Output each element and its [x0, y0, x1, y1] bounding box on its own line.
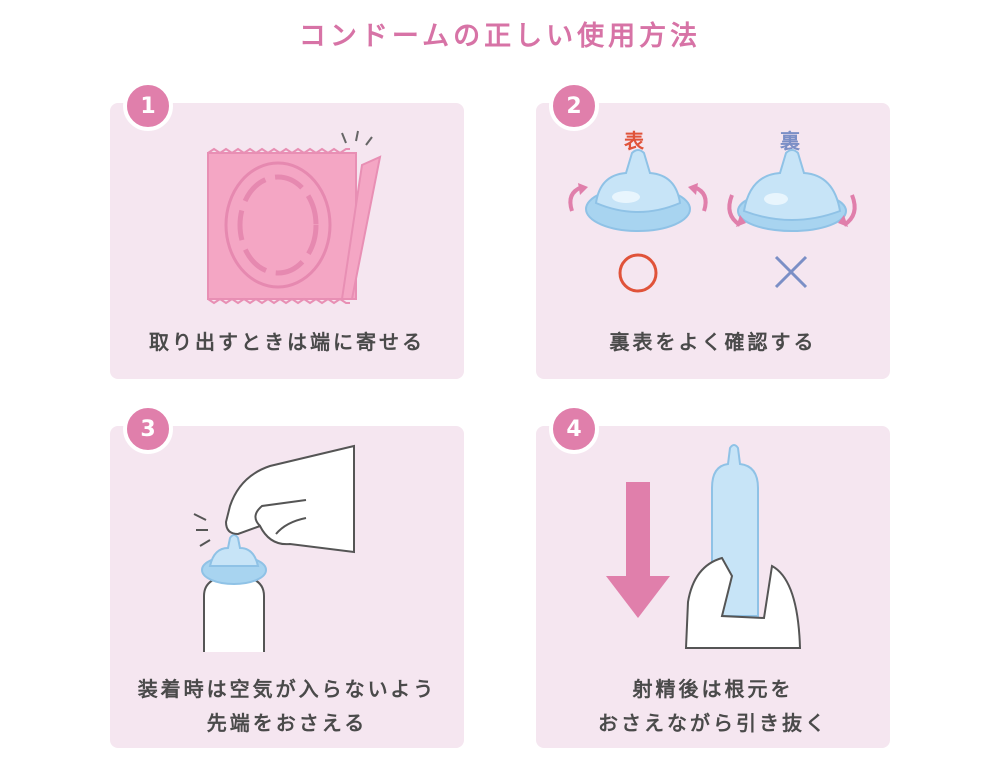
step-2-panel: 表 裏 裏表をよく確認する: [536, 103, 890, 379]
step-4-badge: 4: [549, 404, 599, 454]
back-side-condom: [737, 149, 847, 232]
caption-line: 裏表をよく確認する: [609, 330, 817, 354]
front-side-condom: [585, 149, 691, 232]
step-2-badge: 2: [549, 81, 599, 131]
step-2-caption: 裏表をよく確認する: [536, 325, 890, 359]
hand: [224, 444, 355, 554]
step-1-badge: 1: [123, 81, 173, 131]
correct-mark-icon: [618, 253, 658, 293]
orientation-illustration: [568, 149, 857, 293]
step-3-caption: 装着時は空気が入らないよう 先端をおさえる: [110, 672, 464, 740]
down-arrow-shaft: [626, 482, 650, 580]
step-3-badge: 3: [123, 404, 173, 454]
condom-ring-outline: [224, 161, 332, 289]
step-1-panel: 取り出すときは端に寄せる: [110, 103, 464, 379]
caption-line: 先端をおさえる: [206, 711, 368, 735]
caption-line: おさえながら引き抜く: [598, 711, 828, 735]
page-title: コンドームの正しい使用方法: [298, 21, 702, 52]
caption-line: 射精後は根元を: [632, 677, 794, 701]
gripping-hand: [684, 556, 802, 649]
front-label: 表: [624, 129, 644, 153]
torn-strip: [340, 155, 382, 300]
wrong-mark-icon: [774, 255, 808, 289]
putting-on-illustration: [193, 444, 355, 652]
step-1-caption: 取り出すときは端に寄せる: [110, 325, 464, 359]
step-4-caption: 射精後は根元を おさえながら引き抜く: [536, 672, 890, 740]
wrapper-illustration: [207, 130, 382, 305]
back-label: 裏: [780, 129, 800, 153]
caption-line: 取り出すときは端に寄せる: [149, 330, 425, 354]
removal-illustration: [606, 444, 802, 649]
step-3-panel: 装着時は空気が入らないよう 先端をおさえる: [110, 426, 464, 748]
caption-line: 装着時は空気が入らないよう: [137, 677, 437, 701]
shaft: [203, 574, 265, 652]
step-4-panel: 射精後は根元を おさえながら引き抜く: [536, 426, 890, 748]
down-arrow-icon: [606, 576, 670, 618]
